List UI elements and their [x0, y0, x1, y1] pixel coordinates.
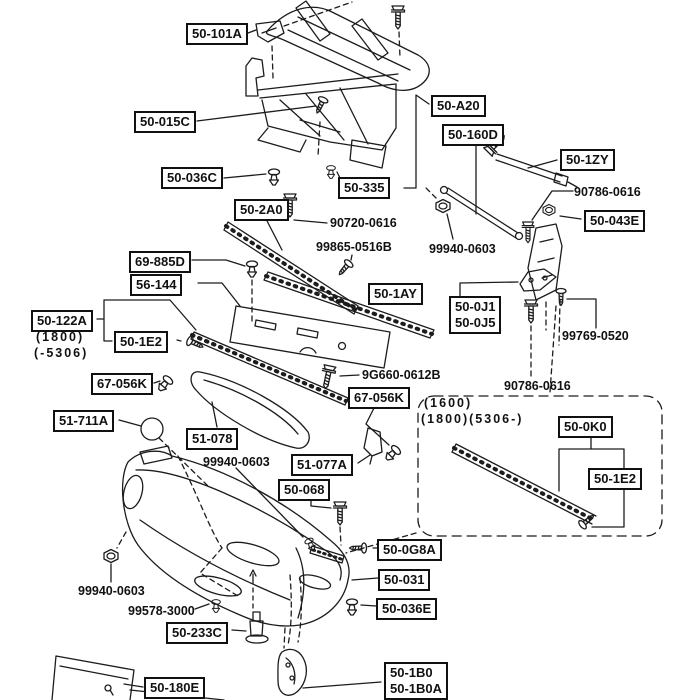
callout-99578-3000: 99578-3000: [128, 604, 195, 618]
strip-50-2A0-art: [223, 218, 359, 315]
part-label-50-031[interactable]: 50-031: [378, 569, 431, 591]
part-number: 50-1B0: [390, 665, 433, 680]
clip-99940-0603-mid-art: [235, 467, 318, 553]
callout-99940-0603-c: 99940-0603: [78, 584, 145, 598]
part-label-50-160D[interactable]: 50-160D: [442, 124, 504, 146]
plug-50-233C-art: [231, 569, 269, 644]
part-number: 50-0J5: [455, 315, 496, 330]
part-label-50-335[interactable]: 50-335: [338, 177, 391, 199]
bolt-50-068-art: [310, 496, 348, 546]
nut-99940-0603-art: [423, 185, 454, 240]
part-label-50-036C[interactable]: 50-036C: [161, 167, 223, 189]
callout-99940-0603-a: 99940-0603: [429, 242, 496, 256]
clip-67-056K-left-art: [153, 373, 175, 395]
bolt-9G660-0612B-art: [318, 363, 360, 391]
part-label-51-078[interactable]: 51-078: [186, 428, 239, 450]
callout-99940-0603-b: 99940-0603: [203, 455, 270, 469]
part-label-50-180E[interactable]: 50-180E: [144, 677, 206, 699]
note-1800-5306: (1800)(5306-): [421, 412, 524, 426]
clip-99578-3000-art: [194, 599, 221, 613]
callout-99769-0520: 99769-0520: [562, 329, 629, 343]
bracket-51-077A-art: [357, 427, 383, 465]
part-label-50-1E2-2[interactable]: 50-1E2: [588, 468, 642, 490]
molding-51-078-art: [190, 371, 310, 449]
note-1800: (1800): [36, 330, 85, 344]
part-label-50-2A0[interactable]: 50-2A0: [234, 199, 289, 221]
crossmember-art: [245, 57, 430, 189]
part-label-50-1ZY[interactable]: 50-1ZY: [560, 149, 615, 171]
bumper-face-art: [121, 445, 379, 646]
part-label-50-015C[interactable]: 50-015C: [134, 111, 196, 133]
part-label-50-0K0[interactable]: 50-0K0: [558, 416, 613, 438]
part-label-50-043E[interactable]: 50-043E: [584, 210, 646, 232]
clip-50-036E-art: [345, 598, 377, 616]
callout-99865-0516B: 99865-0516B: [316, 240, 392, 254]
strip-50-122A-art: [96, 299, 349, 406]
strip-50-1AY-art: [263, 271, 435, 339]
callout-9G660-0612B: 9G660-0612B: [362, 368, 441, 382]
part-label-50-122A[interactable]: 50-122A: [31, 310, 93, 332]
part-label-50-233C[interactable]: 50-233C: [166, 622, 228, 644]
note-minus-5306: (-5306): [34, 346, 89, 360]
bolt-90720-0616-art: [282, 193, 328, 224]
seal-panel-art: [229, 305, 391, 369]
part-label-50-0G8A[interactable]: 50-0G8A: [377, 539, 442, 561]
part-number: 50-0J1: [455, 299, 496, 314]
note-1600: (1600): [424, 396, 473, 410]
bumper-reinforcement-art: [266, 0, 430, 92]
part-label-50-0J1-50-0J5[interactable]: 50-0J1 50-0J5: [449, 296, 502, 334]
part-label-51-077A[interactable]: 51-077A: [291, 454, 353, 476]
bracket-50-0J-art: [459, 268, 597, 378]
part-label-50-1AY[interactable]: 50-1AY: [368, 283, 423, 305]
part-label-69-885D[interactable]: 69-885D: [129, 251, 191, 273]
nut-99940-0603-bl-art: [103, 531, 127, 583]
callout-90720-0616: 90720-0616: [330, 216, 397, 230]
fastener-69-885D-art: [191, 259, 259, 325]
clips-50-036C-art: [223, 165, 341, 186]
rod-50-1ZY-art: [482, 130, 578, 188]
screw-99865-0516B-art: [334, 254, 355, 279]
part-label-67-056K[interactable]: 67-056K: [91, 373, 153, 395]
part-label-50-A20[interactable]: 50-A20: [431, 95, 486, 117]
stay-50-160D-art: [439, 145, 524, 241]
clip-50-101A-art: [247, 20, 285, 79]
part-number: 50-1B0A: [390, 681, 443, 696]
part-label-51-711A[interactable]: 51-711A: [53, 410, 115, 432]
bracket-50-043E-art: [527, 203, 582, 393]
callout-90786-0616-b: 90786-0616: [504, 379, 571, 393]
lamp-50-1B0-art: [277, 627, 382, 696]
part-label-50-068[interactable]: 50-068: [278, 479, 331, 501]
part-label-67-056K-2[interactable]: 67-056K: [348, 387, 410, 409]
bolt-90786-0616-upper-art: [521, 190, 574, 244]
part-label-50-036E[interactable]: 50-036E: [376, 598, 438, 620]
protector-50-0G8A-art: [309, 542, 378, 564]
part-label-50-1E2[interactable]: 50-1E2: [114, 331, 168, 353]
callout-90786-0616-a: 90786-0616: [574, 185, 641, 199]
clip-67-056K-right-art: [365, 403, 403, 464]
option-region-art: [345, 395, 663, 554]
screw-50-015C-art: [196, 94, 330, 157]
part-label-50-101A[interactable]: 50-101A: [186, 23, 248, 45]
part-label-50-1B0-50-1B0A[interactable]: 50-1B0 50-1B0A: [384, 662, 449, 700]
part-label-56-144[interactable]: 56-144: [130, 274, 183, 296]
